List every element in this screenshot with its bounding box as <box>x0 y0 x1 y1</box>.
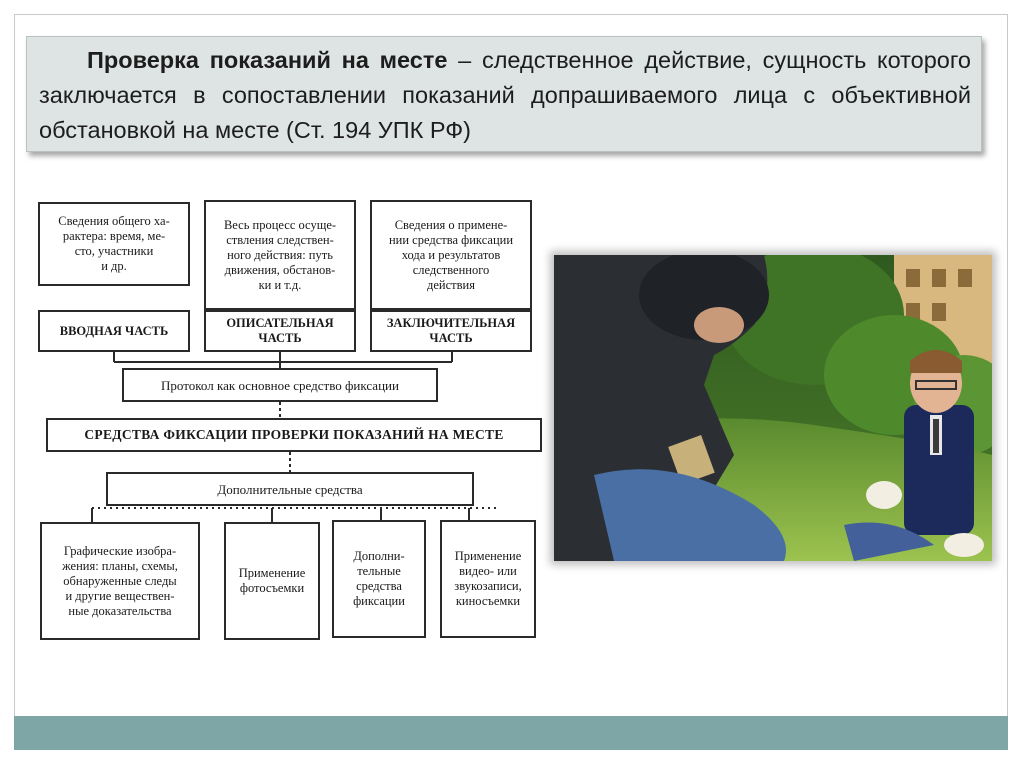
definition-body: – следственное действие, сущность которо… <box>39 47 971 143</box>
photo-shooting-label: Применение фотосъемки <box>238 566 306 595</box>
intro-part-box: Вводная часть <box>38 310 190 352</box>
photo-investigation-scene <box>554 255 992 561</box>
protocol-label: Протокол как основное средство фиксации <box>161 377 399 393</box>
photo-shooting-box: Применение фотосъемки <box>224 522 320 640</box>
video-audio-label: Применение видео- или звукозаписи, кинос… <box>454 549 522 608</box>
fixation-diagram: Сведения общего ха- рактера: время, ме- … <box>28 190 548 650</box>
video-audio-box: Применение видео- или звукозаписи, кинос… <box>440 520 536 638</box>
extra-means-label: Дополни- тельные средства фиксации <box>353 549 405 608</box>
intro-info-text: Сведения общего ха- рактера: время, ме- … <box>58 214 170 273</box>
final-info-text: Сведения о примене- нии средства фиксаци… <box>388 217 514 292</box>
definition-text: Проверка показаний на месте – следственн… <box>39 43 971 148</box>
diagram-connectors <box>91 352 498 522</box>
footer-band <box>14 716 1008 750</box>
main-means-label: Средства фиксации проверки показаний на … <box>84 427 504 442</box>
additional-means-label: Дополнительные средства <box>217 481 363 497</box>
photo-illustration <box>554 255 992 561</box>
final-part-label: Заключительная часть <box>386 316 516 345</box>
final-info-box: Сведения о примене- нии средства фиксаци… <box>370 200 532 310</box>
final-part-box: Заключительная часть <box>370 310 532 352</box>
descriptive-info-text: Весь процесс осуще- ствления следствен- … <box>223 217 337 292</box>
main-means-box: Средства фиксации проверки показаний на … <box>46 418 542 452</box>
descriptive-part-label: Описательная часть <box>226 316 334 345</box>
definition-term: Проверка показаний на месте <box>87 47 448 73</box>
descriptive-part-box: Описательная часть <box>204 310 356 352</box>
definition-box: Проверка показаний на месте – следственн… <box>26 36 982 152</box>
intro-info-box: Сведения общего ха- рактера: время, ме- … <box>38 202 190 286</box>
protocol-box: Протокол как основное средство фиксации <box>122 368 438 402</box>
descriptive-info-box: Весь процесс осуще- ствления следствен- … <box>204 200 356 310</box>
graphic-images-label: Графические изобра- жения: планы, схемы,… <box>62 543 178 618</box>
extra-means-box: Дополни- тельные средства фиксации <box>332 520 426 638</box>
intro-part-label: Вводная часть <box>59 323 169 338</box>
additional-means-box: Дополнительные средства <box>106 472 474 506</box>
graphic-images-box: Графические изобра- жения: планы, схемы,… <box>40 522 200 640</box>
